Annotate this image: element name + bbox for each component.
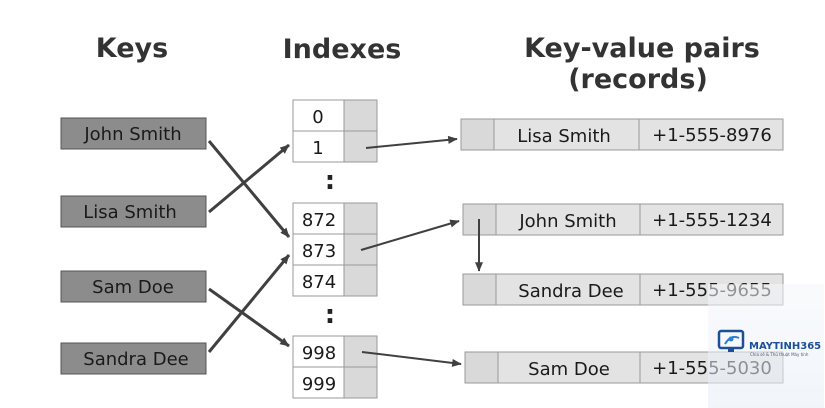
record-phone: +1-555-8976 <box>652 125 772 146</box>
key-john-smith: John Smith <box>60 117 207 150</box>
record-name: Lisa Smith <box>517 126 611 147</box>
key-lisa-smith: Lisa Smith <box>60 195 207 228</box>
records-header-line2: (records) <box>568 64 708 95</box>
key-label: Sandra Dee <box>83 349 188 370</box>
index-cell: 1 <box>312 138 323 159</box>
arrow-998-to-samdoe-record <box>361 351 462 367</box>
monitor-logo-icon <box>717 329 745 352</box>
key-label: Sam Doe <box>92 277 174 298</box>
index-cell: 872 <box>302 210 336 231</box>
pointer-arrows <box>360 135 483 367</box>
keys-header: Keys <box>96 33 168 64</box>
watermark-tagline: Chia sẻ & Thủ thuật Máy tính <box>750 352 809 357</box>
arrow-1-to-lisa-record <box>365 135 458 149</box>
index-cell: 998 <box>302 343 336 364</box>
arrow-lisa-to-1 <box>208 143 290 214</box>
index-group-middle: 872 873 874 <box>292 202 378 297</box>
arrow-sandra-to-873 <box>207 254 291 353</box>
index-cell: 874 <box>302 272 336 293</box>
arrow-john-to-873 <box>207 140 291 238</box>
ellipsis-bottom: : <box>325 300 335 330</box>
record-name: John Smith <box>518 211 616 232</box>
hash-arrows <box>207 140 291 353</box>
index-group-top: 0 1 <box>292 99 378 163</box>
record-lisa-smith: Lisa Smith +1-555-8976 <box>460 118 784 151</box>
index-group-bottom: 998 999 <box>292 335 378 399</box>
key-label: Lisa Smith <box>83 202 177 223</box>
index-cell: 999 <box>302 374 336 395</box>
key-sam-doe: Sam Doe <box>60 270 207 303</box>
arrow-873-to-john-record <box>360 219 460 251</box>
key-sandra-dee: Sandra Dee <box>60 342 207 375</box>
records-header-line1: Key-value pairs <box>524 33 760 64</box>
index-cell: 0 <box>312 107 323 128</box>
record-name: Sandra Dee <box>518 281 623 302</box>
ellipsis-top: : <box>325 166 335 196</box>
record-john-smith: John Smith +1-555-1234 <box>462 203 784 236</box>
indexes-header: Indexes <box>283 34 402 65</box>
watermark: MAYTINH365 Chia sẻ & Thủ thuật Máy tính <box>708 284 824 408</box>
index-cell: 873 <box>302 241 336 262</box>
record-phone: +1-555-1234 <box>652 210 772 231</box>
watermark-brand: MAYTINH365 <box>749 341 821 352</box>
key-label: John Smith <box>83 124 181 145</box>
arrow-samdoe-to-998 <box>208 287 290 348</box>
record-name: Sam Doe <box>528 359 610 380</box>
